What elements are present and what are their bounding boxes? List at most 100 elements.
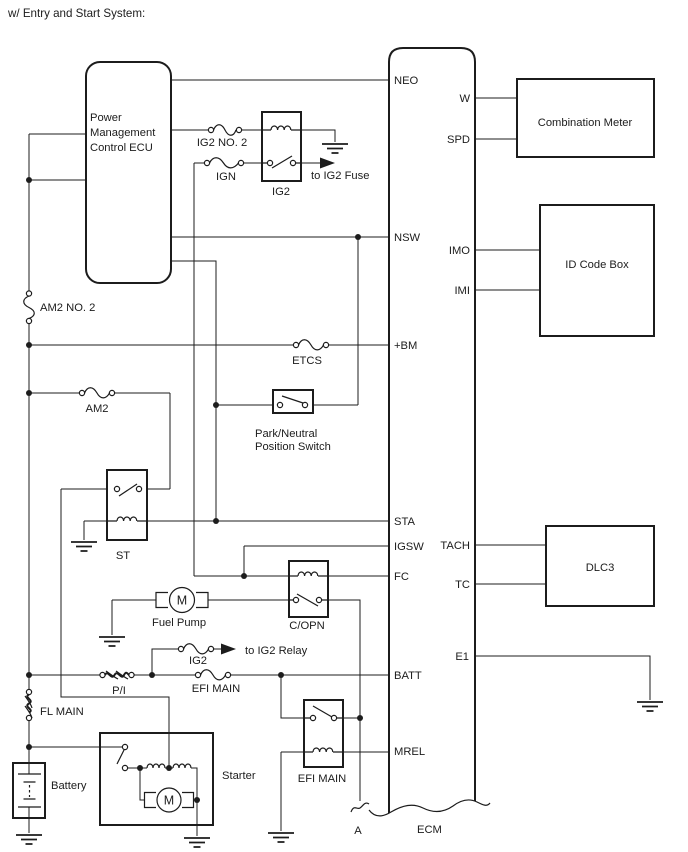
fuse-terminal	[224, 671, 232, 679]
fusible-link-fl-main-label: FL MAIN	[40, 706, 84, 718]
ig2-relay-box	[261, 111, 302, 182]
ecm-pin-tach: TACH	[440, 540, 470, 552]
park-neutral-label-2: Position Switch	[255, 441, 331, 453]
ecm-pin-fc: FC	[394, 571, 409, 583]
junction-dot	[357, 715, 363, 721]
junction-dot	[149, 672, 155, 678]
ecm-pin-sta: STA	[394, 516, 415, 528]
copn-relay-coil	[289, 571, 328, 577]
ground-fuel-pump	[99, 636, 125, 647]
ecm-pin-tc: TC	[455, 579, 470, 591]
st-relay-box	[106, 469, 148, 541]
st-relay-switch-terminal	[113, 485, 121, 493]
junction-dot	[278, 672, 284, 678]
ig2-relay: IG2	[261, 111, 302, 198]
fuse-terminal	[207, 126, 215, 134]
wiring	[28, 79, 651, 836]
combination-meter-label: Combination Meter	[538, 117, 633, 129]
fuse-am2-no2-label: AM2 NO. 2	[40, 302, 95, 314]
park-neutral-switch-blade	[281, 395, 304, 404]
fuse-am2	[83, 387, 111, 399]
fusible-link-fl-main-braid	[24, 695, 33, 719]
fusible-link-pi	[104, 671, 130, 678]
to-ig2-fuse-label: to IG2 Fuse	[311, 170, 369, 182]
fuel-pump: M Fuel Pump	[152, 586, 209, 629]
starter-switch-terminal	[121, 743, 129, 751]
junction-dots	[26, 177, 363, 803]
fuse-terminal	[108, 389, 116, 397]
junction-dot	[355, 234, 361, 240]
fuse-terminal	[25, 688, 33, 696]
fuel-pump-motor-brackets	[155, 591, 209, 609]
battery-box	[12, 762, 46, 819]
fuse-ig2-label: IG2	[189, 655, 207, 667]
pmc-ecu-label-1: Power	[90, 112, 122, 124]
fuse-terminal	[237, 159, 245, 167]
ground-efi-relay	[268, 832, 294, 843]
fuse-terminal	[177, 645, 185, 653]
wire-efi-coil-ground	[280, 751, 304, 831]
ground-battery	[16, 834, 42, 845]
ecm-pin-imi: IMI	[454, 285, 470, 297]
pmc-ecu-label-2: Management	[90, 127, 156, 139]
fuse-etcs-label: ETCS	[292, 355, 322, 367]
ground-starter	[184, 837, 210, 848]
junction-dot	[166, 765, 172, 771]
ecm-pin-bm: +BM	[394, 340, 417, 352]
wire-efi-relay-switch	[280, 675, 360, 719]
copn-relay: C/OPN	[288, 560, 329, 632]
park-neutral-switch-terminal	[301, 401, 309, 409]
fuse-terminal	[322, 341, 330, 349]
dlc3: DLC3	[545, 525, 655, 607]
junction-dot	[213, 402, 219, 408]
park-neutral-position-switch: Park/Neutral Position Switch	[255, 389, 331, 453]
st-relay-switch-blade	[118, 483, 138, 497]
starter-label: Starter	[222, 770, 256, 782]
fuse-terminal	[235, 126, 243, 134]
arrow-to-ig2-relay	[221, 643, 236, 655]
copn-relay-box	[288, 560, 329, 618]
starter-coil-2	[172, 763, 192, 769]
st-relay-label: ST	[116, 550, 130, 562]
battery-plates	[18, 773, 41, 808]
ecm-pin-neo: NEO	[394, 75, 419, 87]
dlc3-box	[545, 525, 655, 607]
junction-dot	[241, 573, 247, 579]
junction-dot	[26, 744, 32, 750]
efi-main-relay-box	[303, 699, 344, 768]
fuel-pump-label: Fuel Pump	[152, 617, 206, 629]
ig2-relay-switch-blade	[271, 155, 293, 169]
wire-e1-ground	[475, 655, 651, 700]
ecm-pin-w: W	[459, 93, 470, 105]
starter-motor-circle	[156, 787, 182, 813]
fusible-link-pi-braid	[105, 670, 129, 680]
wire-tach-tc	[475, 544, 546, 585]
ecm-pin-igsw: IGSW	[394, 541, 424, 553]
ground-st-relay	[71, 541, 97, 552]
fuse-etcs	[297, 339, 325, 351]
pmc-ecu-label-3: Control ECU	[90, 142, 153, 154]
fuse-terminal	[78, 389, 86, 397]
wire-w-spd	[475, 97, 517, 140]
ig2-relay-label: IG2	[272, 186, 290, 198]
fuse-terminal	[194, 671, 202, 679]
ecm-torn-edge	[368, 799, 491, 817]
starter-switch-terminal	[121, 764, 129, 772]
fuse-ig2-no2-label: IG2 NO. 2	[197, 137, 247, 149]
ecm-pin-batt: BATT	[394, 670, 422, 682]
copn-relay-label: C/OPN	[289, 620, 324, 632]
wire-st-coil-ground	[83, 520, 107, 540]
ground-symbols	[16, 143, 663, 848]
fuse-terminal	[203, 159, 211, 167]
park-neutral-label-1: Park/Neutral	[255, 428, 317, 440]
wire-ecu-to-pn-sta	[171, 260, 217, 521]
starter-motor-m: M	[164, 794, 174, 808]
junction-dot	[26, 672, 32, 678]
id-code-box: ID Code Box	[539, 204, 655, 337]
ig2-relay-switch-terminal	[266, 159, 274, 167]
st-relay: ST	[106, 469, 148, 562]
page-title: w/ Entry and Start System:	[7, 7, 145, 20]
pmc-ecu: Power Management Control ECU	[85, 61, 172, 284]
efi-main-relay-switch-terminal	[330, 714, 338, 722]
fusible-link-pi-label: P/I	[112, 685, 126, 697]
